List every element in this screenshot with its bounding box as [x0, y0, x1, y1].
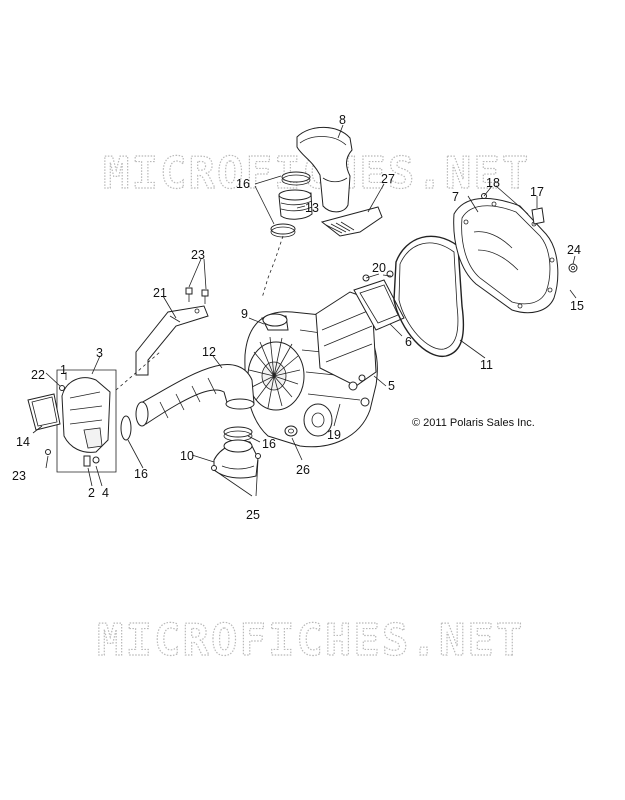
callout-24: 24 [567, 243, 581, 257]
part-1-airbox-assembly-frame [56, 351, 161, 473]
callout-27: 27 [381, 172, 395, 186]
callout-23-upper: 22 [31, 368, 45, 382]
callout-19: 19 [327, 428, 341, 442]
copyright-notice: © 2011 Polaris Sales Inc. [412, 417, 535, 429]
callout-8: 8 [339, 113, 346, 127]
part-26-washer [284, 425, 298, 437]
callout-16-mid: 16 [262, 437, 276, 451]
callout-11: 11 [480, 358, 493, 372]
part-2-fitting [83, 455, 91, 467]
part-25-screws [211, 453, 261, 471]
callout-15: 15 [570, 299, 584, 313]
part-8-intake-duct [296, 126, 353, 213]
part-23-screws [45, 385, 65, 455]
part-19-fasteners [348, 374, 370, 407]
callout-16-left: 16 [134, 467, 148, 481]
callout-21: 21 [153, 286, 167, 300]
callout-14: 14 [16, 435, 30, 449]
callout-10: 10 [180, 449, 194, 463]
callout-5: 5 [388, 379, 395, 393]
callout-13: 13 [305, 201, 319, 215]
part-4-fitting [92, 456, 100, 464]
callout-9: 9 [241, 307, 248, 321]
part-5-vent-cover [315, 291, 377, 387]
part-10-lower-duct [213, 439, 259, 479]
part-16-left-clamp [120, 415, 132, 441]
part-16-lower-clamp [270, 223, 296, 238]
callout-23-lower: 23 [12, 469, 26, 483]
part-14-filter [27, 393, 61, 431]
part-12-intake-tube [135, 364, 255, 427]
callout-16-upper: 16 [236, 177, 250, 191]
guide-line-13-9 [261, 235, 284, 299]
callout-20: 20 [372, 261, 386, 275]
part-27-clip [320, 206, 383, 237]
callout-7: 7 [452, 190, 459, 204]
callout-2: 2 [88, 486, 95, 500]
callout-18: 18 [486, 176, 500, 190]
watermark-bottom: MICROFICHES.NET [97, 615, 524, 666]
leader-lines [32, 124, 577, 497]
part-3-airbox-housing [61, 377, 111, 453]
callout-1: 1 [60, 363, 67, 377]
callout-26: 26 [296, 463, 310, 477]
callout-17: 17 [530, 185, 544, 199]
part-17-label [531, 207, 545, 225]
callout-25: 25 [246, 508, 260, 522]
callout-22: 23 [191, 248, 205, 262]
part-16-mid-clamp [223, 426, 253, 442]
callout-6: 6 [405, 335, 412, 349]
part-24-nut [568, 263, 578, 273]
callout-3: 3 [96, 346, 103, 360]
part-16-upper-clamp [281, 171, 311, 186]
callout-4: 4 [102, 486, 109, 500]
part-7-outer-cover [453, 197, 559, 314]
part-21-bracket [135, 305, 209, 376]
part-13-boot [278, 189, 313, 220]
callout-12: 12 [202, 345, 216, 359]
part-22-bolts [185, 287, 209, 304]
